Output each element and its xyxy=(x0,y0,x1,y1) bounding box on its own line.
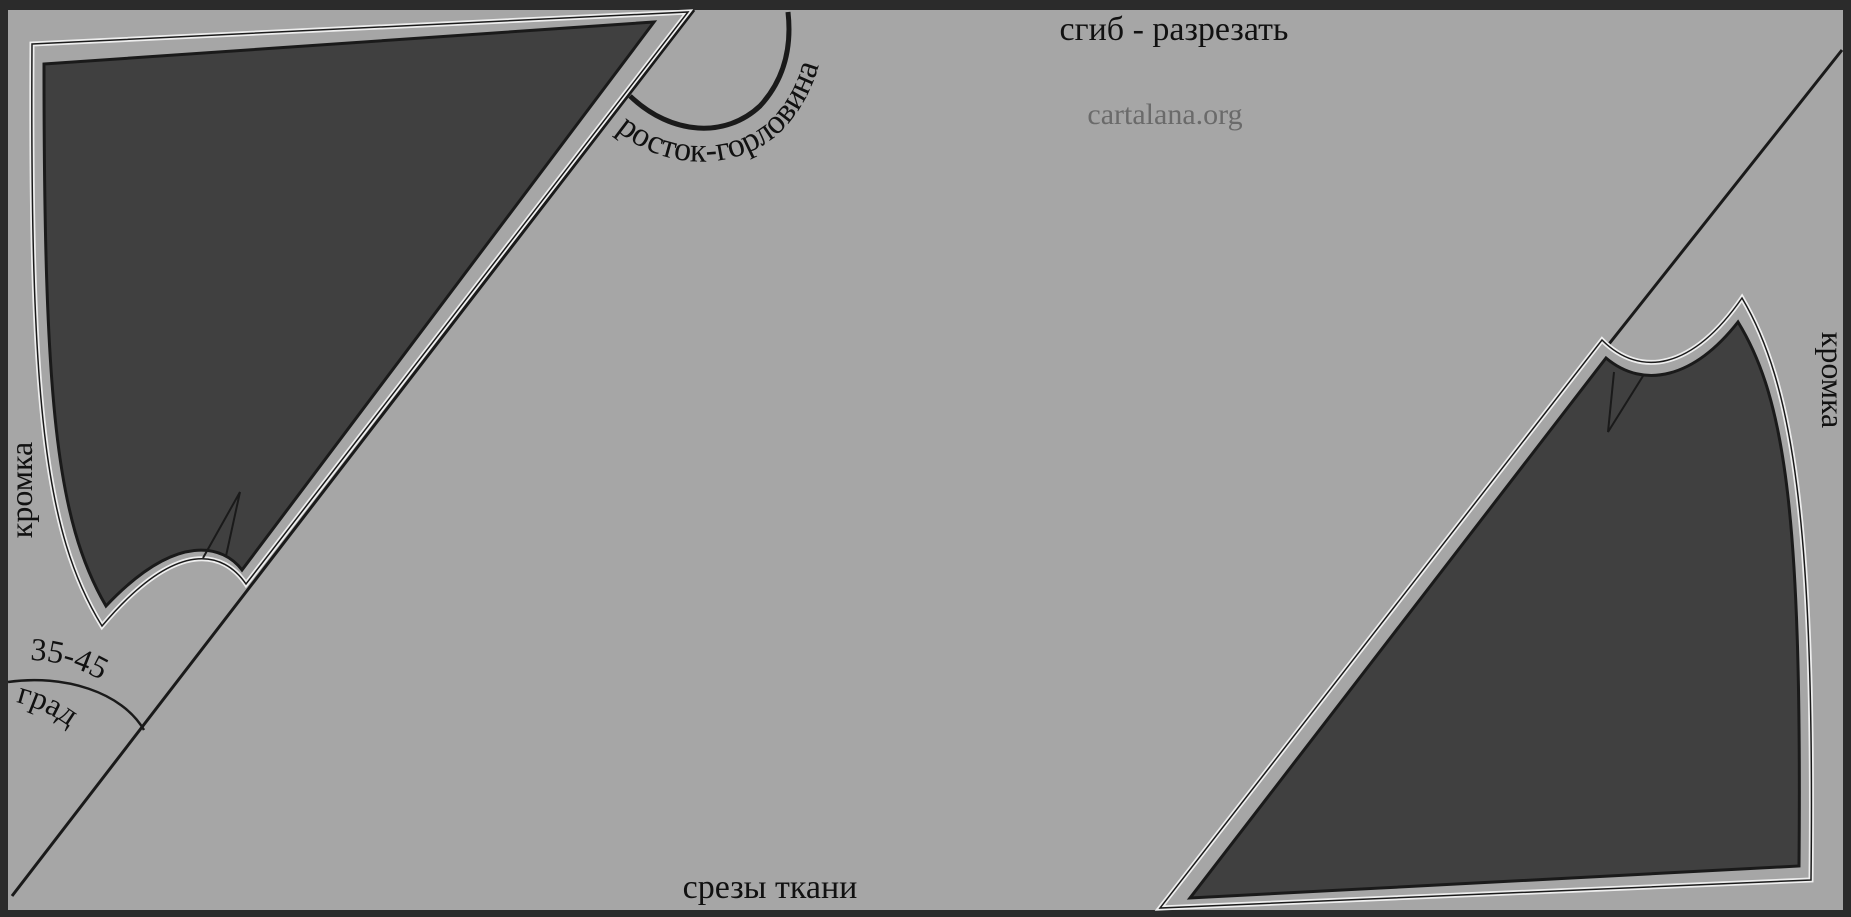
left-pattern-piece xyxy=(29,9,694,631)
watermark: cartalana.org xyxy=(1087,98,1242,131)
right-piece-dart xyxy=(1607,371,1644,433)
selvage-left-label: кромка xyxy=(3,442,39,538)
right-piece-body xyxy=(1186,319,1801,900)
left-piece-body xyxy=(42,20,658,609)
fold-line-left xyxy=(10,9,696,897)
fabric-edges-label: срезы ткани xyxy=(683,869,858,906)
right-pattern-piece xyxy=(1154,293,1814,911)
left-piece-dart xyxy=(202,491,241,559)
neckline-curve xyxy=(628,11,792,131)
fold-cut-label: сгиб - разрезать xyxy=(1060,11,1289,48)
selvage-right-label: кромка xyxy=(1815,332,1851,428)
angle-arc xyxy=(7,678,146,731)
